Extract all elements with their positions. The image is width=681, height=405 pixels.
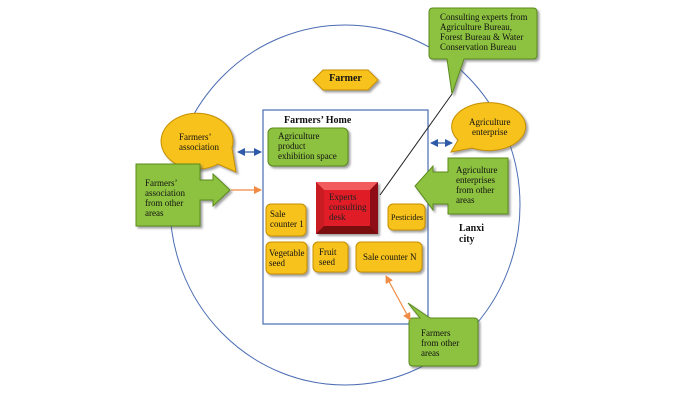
consulting-experts-label: Consulting experts from Agriculture Bure…: [440, 12, 528, 52]
sale-counter-1-label: Sale counter 1: [270, 209, 304, 229]
fruit-seed-box: [312, 241, 349, 273]
experts-desk-label: Experts consulting desk: [329, 192, 367, 222]
farmers-other-label: Farmers from other areas: [421, 328, 460, 358]
agriculture-enterprise-callout: [450, 102, 527, 153]
other-farmers-to-counter-arrow: [385, 275, 411, 321]
farmers-association-other-label: Farmers’ association from other areas: [145, 178, 185, 218]
lanxi-city-label: Lanxi city: [459, 223, 485, 245]
sale-counter-1-box: [265, 203, 307, 237]
farmers-other-callout: [407, 302, 479, 367]
experts-to-desk-line: [379, 93, 453, 196]
farmers-home-box: [262, 109, 429, 325]
fruit-seed-label: Fruit seed: [319, 247, 337, 267]
sale-counter-n-box: [355, 241, 423, 273]
pesticides-label: Pesticides: [391, 213, 423, 222]
pesticides-box: [387, 203, 426, 231]
exhibition-space-label: Agriculture product exhibition space: [278, 131, 337, 161]
vegetable-seed-label: Vegetable seed: [269, 248, 305, 268]
consulting-experts-callout: [428, 7, 538, 95]
farmer-label: Farmer: [329, 73, 362, 84]
farmers-association-other-callout: [135, 163, 231, 227]
farmers-home-title: Farmers’ Home: [284, 115, 352, 126]
vegetable-seed-box: [265, 241, 308, 275]
agriculture-enterprise-label: Agriculture enterprise: [469, 117, 511, 137]
agriculture-enterprises-other-callout: [414, 157, 509, 215]
farmers-association-label: Farmers’ association: [179, 132, 219, 152]
sale-counter-n-label: Sale counter N: [363, 252, 417, 262]
farmer-hexagon: [312, 69, 379, 91]
experts-desk-box: [316, 182, 378, 234]
agriculture-enterprises-other-label: Agriculture enterprises from other areas: [456, 165, 498, 205]
exhibition-space-box: [267, 127, 349, 167]
